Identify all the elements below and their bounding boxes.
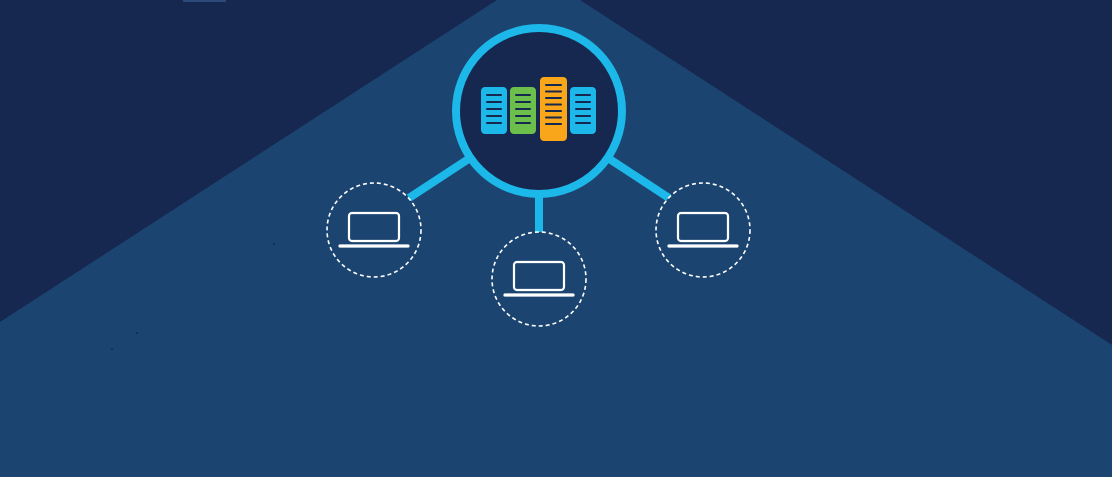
client-circle bbox=[655, 182, 751, 278]
connector-left bbox=[406, 154, 473, 202]
connector-lines bbox=[406, 154, 672, 232]
server-tower bbox=[570, 87, 596, 134]
server-rack-icon bbox=[481, 77, 596, 141]
laptop-icon bbox=[338, 211, 410, 248]
speck bbox=[273, 243, 275, 245]
server-hub bbox=[452, 24, 626, 198]
speck bbox=[136, 332, 138, 334]
speck bbox=[111, 348, 113, 350]
client-nodes bbox=[326, 182, 751, 327]
client-node bbox=[491, 231, 587, 327]
server-tower bbox=[510, 87, 536, 134]
hub-circle bbox=[452, 24, 626, 198]
server-tower bbox=[540, 77, 567, 141]
client-circle bbox=[326, 182, 422, 278]
client-node bbox=[655, 182, 751, 278]
server-tower bbox=[481, 87, 507, 134]
top-edge-mark bbox=[183, 0, 226, 2]
laptop-icon bbox=[667, 211, 739, 248]
client-node bbox=[326, 182, 422, 278]
laptop-icon bbox=[503, 260, 575, 297]
connector-right bbox=[605, 154, 672, 202]
client-circle bbox=[491, 231, 587, 327]
